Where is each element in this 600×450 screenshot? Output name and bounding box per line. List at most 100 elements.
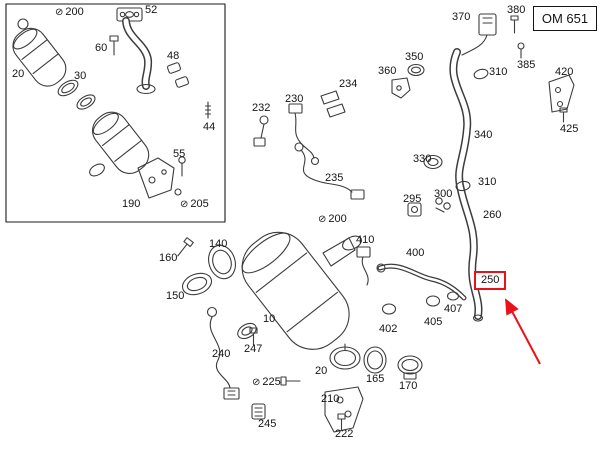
detail-frame-box — [5, 3, 226, 223]
part-label-405[interactable]: 405 — [424, 317, 442, 328]
part-number: 55 — [173, 148, 186, 160]
part-label-55[interactable]: 55 — [173, 149, 185, 160]
part-label-52[interactable]: 52 — [145, 5, 157, 16]
part-label-232[interactable]: 232 — [252, 103, 270, 114]
part-label-410[interactable]: 410 — [356, 235, 374, 246]
part-number: 222 — [335, 428, 354, 440]
part-55-bolt-drawing — [178, 156, 186, 177]
part-number: 370 — [452, 11, 471, 23]
part-label-160[interactable]: 160 — [159, 253, 177, 264]
part-150-clamp-drawing — [181, 272, 213, 296]
part-label-247[interactable]: 247 — [244, 344, 262, 355]
part-label-225[interactable]: ⊘225 — [252, 377, 281, 388]
part-label-240[interactable]: 240 — [212, 349, 230, 360]
part-label-190[interactable]: 190 — [122, 199, 140, 210]
part-label-170[interactable]: 170 — [399, 381, 417, 392]
part-380-bolt-drawing — [510, 15, 519, 34]
part-label-30[interactable]: 30 — [74, 71, 86, 82]
part-225-screw-drawing — [280, 376, 301, 386]
part-label-340[interactable]: 340 — [474, 130, 492, 141]
crossed-circle-icon: ⊘ — [180, 198, 189, 210]
part-label-200[interactable]: ⊘200 — [55, 7, 84, 18]
part-label-20[interactable]: 20 — [315, 366, 327, 377]
part-label-222[interactable]: 222 — [335, 429, 353, 440]
part-165-ring-drawing — [363, 346, 387, 374]
part-number: 170 — [399, 380, 418, 392]
part-label-210[interactable]: 210 — [321, 394, 339, 405]
part-number: 350 — [405, 51, 424, 63]
part-label-402[interactable]: 402 — [379, 324, 397, 335]
part-label-20[interactable]: 20 — [12, 69, 24, 80]
part-170-clamp-drawing — [397, 355, 423, 380]
part-number: 405 — [424, 316, 443, 328]
part-234-clamp-drawing — [320, 90, 346, 118]
part-number: 310 — [478, 176, 497, 188]
part-number: 310 — [489, 66, 508, 78]
part-385-screw-drawing — [517, 42, 525, 59]
part-30-ring-drawing — [57, 79, 96, 110]
crossed-circle-icon: ⊘ — [55, 6, 64, 18]
part-label-380[interactable]: 380 — [507, 5, 525, 16]
part-label-385[interactable]: 385 — [517, 60, 535, 71]
part-number: 30 — [74, 70, 87, 82]
part-number: 44 — [203, 121, 216, 133]
part-235-sensor-drawing — [294, 142, 365, 200]
part-label-360[interactable]: 360 — [378, 66, 396, 77]
part-label-150[interactable]: 150 — [166, 291, 184, 302]
part-label-140[interactable]: 140 — [209, 239, 227, 250]
part-222-bolt-drawing — [337, 413, 346, 431]
part-label-295[interactable]: 295 — [403, 194, 421, 205]
part-400-pipe-drawing — [376, 263, 467, 301]
part-label-370[interactable]: 370 — [452, 12, 470, 23]
part-label-330[interactable]: 330 — [413, 154, 431, 165]
part-number: 200 — [65, 6, 84, 18]
part-label-230[interactable]: 230 — [285, 94, 303, 105]
part-10-dpf-drawing — [237, 231, 362, 350]
part-310-clamp-drawing — [455, 68, 489, 192]
part-label-44[interactable]: 44 — [203, 122, 215, 133]
part-number: 160 — [159, 252, 178, 264]
part-label-48[interactable]: 48 — [167, 51, 179, 62]
part-number: 235 — [325, 172, 344, 184]
part-number: 10 — [263, 313, 276, 325]
part-label-205[interactable]: ⊘205 — [180, 199, 209, 210]
part-number: 425 — [560, 123, 579, 135]
part-number: 402 — [379, 323, 398, 335]
part-label-420[interactable]: 420 — [555, 67, 573, 78]
engine-code-box: OM 651 — [533, 6, 597, 31]
part-140-ring-drawing — [208, 244, 236, 280]
part-370-sensor-drawing — [461, 13, 497, 56]
part-330-clamp-drawing — [423, 154, 443, 170]
part-number: 340 — [474, 129, 493, 141]
engine-code-label: OM 651 — [541, 11, 589, 26]
part-160-bolt-drawing — [177, 237, 194, 257]
part-label-400[interactable]: 400 — [406, 248, 424, 259]
part-425-bolt-drawing — [559, 107, 568, 123]
part-label-235[interactable]: 235 — [325, 173, 343, 184]
part-number: 48 — [167, 50, 180, 62]
highlight-arrow — [505, 298, 541, 365]
part-number: 240 — [212, 348, 231, 360]
part-230-sensor-drawing — [288, 103, 320, 166]
part-60-bolt-drawing — [109, 35, 119, 56]
part-label-200[interactable]: ⊘200 — [318, 214, 347, 225]
part-label-300[interactable]: 300 — [434, 189, 452, 200]
part-label-350[interactable]: 350 — [405, 52, 423, 63]
part-label-250[interactable]: 250 — [474, 271, 507, 290]
part-label-260[interactable]: 260 — [483, 210, 501, 221]
part-label-310[interactable]: 310 — [478, 177, 496, 188]
part-number: 260 — [483, 209, 502, 221]
part-label-10[interactable]: 10 — [263, 314, 275, 325]
part-number: 360 — [378, 65, 397, 77]
part-label-234[interactable]: 234 — [339, 79, 357, 90]
part-label-310[interactable]: 310 — [489, 67, 507, 78]
part-label-165[interactable]: 165 — [366, 374, 384, 385]
part-label-407[interactable]: 407 — [444, 304, 462, 315]
part-number: 150 — [166, 290, 185, 302]
part-label-60[interactable]: 60 — [95, 43, 107, 54]
part-number: 205 — [190, 198, 209, 210]
part-number: 380 — [507, 4, 526, 16]
part-label-245[interactable]: 245 — [258, 419, 276, 430]
part-label-425[interactable]: 425 — [560, 124, 578, 135]
